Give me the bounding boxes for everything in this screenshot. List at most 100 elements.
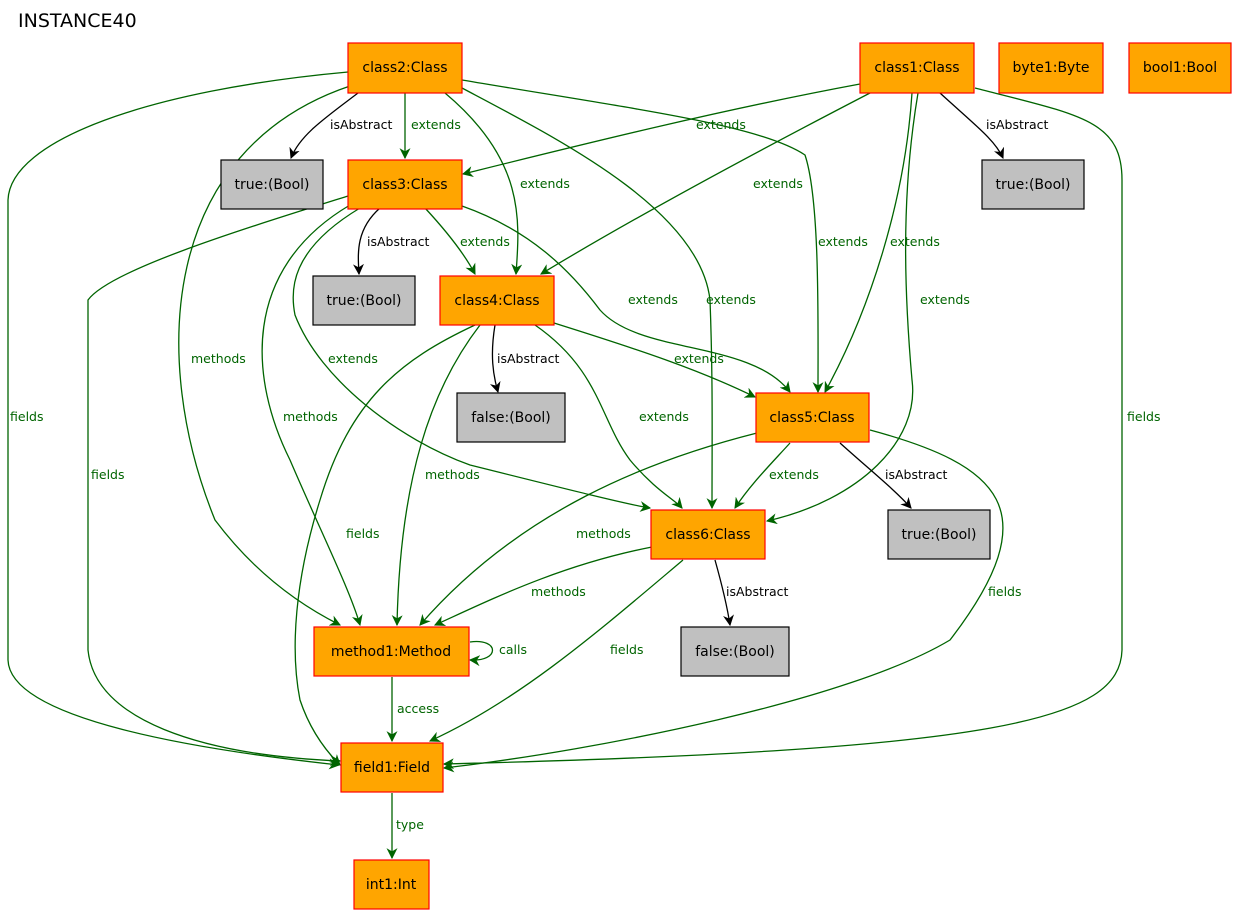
node-method1[interactable]: method1:Method	[313, 626, 470, 677]
edge-label-e14: isAbstract	[367, 234, 430, 249]
edge-label-e17: extends	[328, 351, 378, 366]
node-label: true:(Bool)	[327, 293, 402, 309]
edge-label-e6: methods	[191, 351, 246, 366]
nodes-layer: class2:Class class1:Class byte1:Byte boo…	[220, 42, 1232, 910]
edge-label-e28: fields	[988, 584, 1021, 599]
edge-e14	[352, 207, 381, 276]
edge-e26	[734, 442, 791, 509]
edge-e7	[7, 71, 349, 770]
node-int1[interactable]: int1:Int	[353, 859, 430, 910]
edge-e22	[534, 324, 683, 509]
node-true-a[interactable]: true:(Bool)	[220, 159, 324, 210]
edge-label-e18: methods	[283, 409, 338, 424]
edge-e19	[87, 195, 349, 767]
edge-e24	[294, 324, 476, 766]
node-label: class5:Class	[769, 410, 854, 426]
edge-e32	[468, 640, 494, 667]
node-label: class2:Class	[362, 60, 447, 76]
node-field1[interactable]: field1:Field	[340, 742, 444, 793]
node-label: method1:Method	[331, 644, 451, 660]
edge-label-e25: isAbstract	[885, 467, 948, 482]
node-true-b[interactable]: true:(Bool)	[312, 275, 416, 326]
node-true-d[interactable]: true:(Bool)	[887, 509, 991, 560]
edge-e8	[939, 92, 1004, 160]
edges-layer	[7, 71, 1123, 860]
node-class2[interactable]: class2:Class	[347, 42, 463, 94]
edge-e13	[442, 87, 1123, 770]
node-class6[interactable]: class6:Class	[650, 509, 766, 560]
edge-label-e21: extends	[674, 351, 724, 366]
edge-label-e12: extends	[920, 292, 970, 307]
edge-e29	[714, 559, 734, 627]
node-label: true:(Bool)	[235, 177, 310, 193]
edge-labels-layer: isAbstract extends extends extends exten…	[10, 117, 1160, 832]
edge-label-e4: extends	[696, 117, 746, 132]
edge-e31	[428, 559, 684, 742]
edge-label-e8: isAbstract	[986, 117, 1049, 132]
node-label: true:(Bool)	[902, 527, 977, 543]
edge-label-e29: isAbstract	[726, 584, 789, 599]
edge-label-e2: extends	[411, 117, 461, 132]
edge-label-e20: isAbstract	[497, 351, 560, 366]
edge-e25	[839, 442, 912, 509]
diagram-title: INSTANCE40	[18, 10, 137, 32]
node-label: class6:Class	[665, 527, 750, 543]
edge-e10	[540, 92, 871, 275]
node-bool1[interactable]: bool1:Bool	[1128, 42, 1232, 94]
node-class1[interactable]: class1:Class	[859, 42, 975, 94]
edge-e23	[391, 324, 481, 627]
node-label: class3:Class	[362, 177, 447, 193]
node-false-b[interactable]: false:(Bool)	[680, 626, 790, 677]
node-class4[interactable]: class4:Class	[439, 275, 555, 326]
node-label: byte1:Byte	[1013, 60, 1090, 76]
edge-e21	[553, 322, 756, 398]
node-label: false:(Bool)	[471, 410, 551, 426]
edge-label-e31: fields	[610, 642, 643, 657]
node-class5[interactable]: class5:Class	[755, 392, 870, 443]
edge-label-e32: calls	[499, 642, 527, 657]
edge-e18	[261, 204, 363, 627]
node-label: true:(Bool)	[996, 177, 1071, 193]
edge-e17	[292, 207, 652, 512]
edge-e5	[461, 87, 718, 510]
edge-label-e24: fields	[346, 526, 379, 541]
edge-e6	[178, 85, 351, 626]
node-true-c[interactable]: true:(Bool)	[981, 159, 1085, 210]
edge-label-e13: fields	[1127, 409, 1160, 424]
edge-e30	[433, 546, 653, 626]
edge-e3	[444, 92, 523, 276]
edge-label-e1: isAbstract	[330, 117, 393, 132]
node-byte1[interactable]: byte1:Byte	[998, 42, 1104, 94]
node-label: int1:Int	[366, 877, 417, 893]
node-label: field1:Field	[354, 760, 430, 776]
edge-label-e30: methods	[531, 584, 586, 599]
edge-e11	[824, 92, 913, 393]
edge-e20	[489, 324, 501, 394]
edge-e15	[424, 207, 476, 275]
node-false-a[interactable]: false:(Bool)	[456, 392, 566, 443]
edge-label-e16: extends	[628, 292, 678, 307]
edge-label-e15: extends	[460, 234, 510, 249]
edge-label-e34: type	[396, 817, 424, 832]
edge-label-e3: extends	[520, 176, 570, 191]
edge-label-e27: methods	[576, 526, 631, 541]
edge-e16	[461, 205, 791, 393]
edge-label-e23: methods	[425, 467, 480, 482]
edge-e12	[765, 92, 919, 525]
node-label: class1:Class	[874, 60, 959, 76]
edge-e9	[461, 83, 861, 177]
edge-label-e33: access	[397, 701, 439, 716]
edge-label-e26: extends	[769, 467, 819, 482]
node-label: class4:Class	[454, 293, 539, 309]
edge-label-e11: extends	[890, 234, 940, 249]
edge-e1	[289, 92, 359, 160]
edge-label-e9: extends	[818, 234, 868, 249]
edge-label-e7: fields	[10, 409, 43, 424]
edge-label-e19: fields	[91, 467, 124, 482]
edge-label-e10: extends	[753, 176, 803, 191]
node-class3[interactable]: class3:Class	[347, 159, 463, 210]
edge-e27	[419, 432, 758, 626]
edge-e28	[442, 429, 1004, 773]
